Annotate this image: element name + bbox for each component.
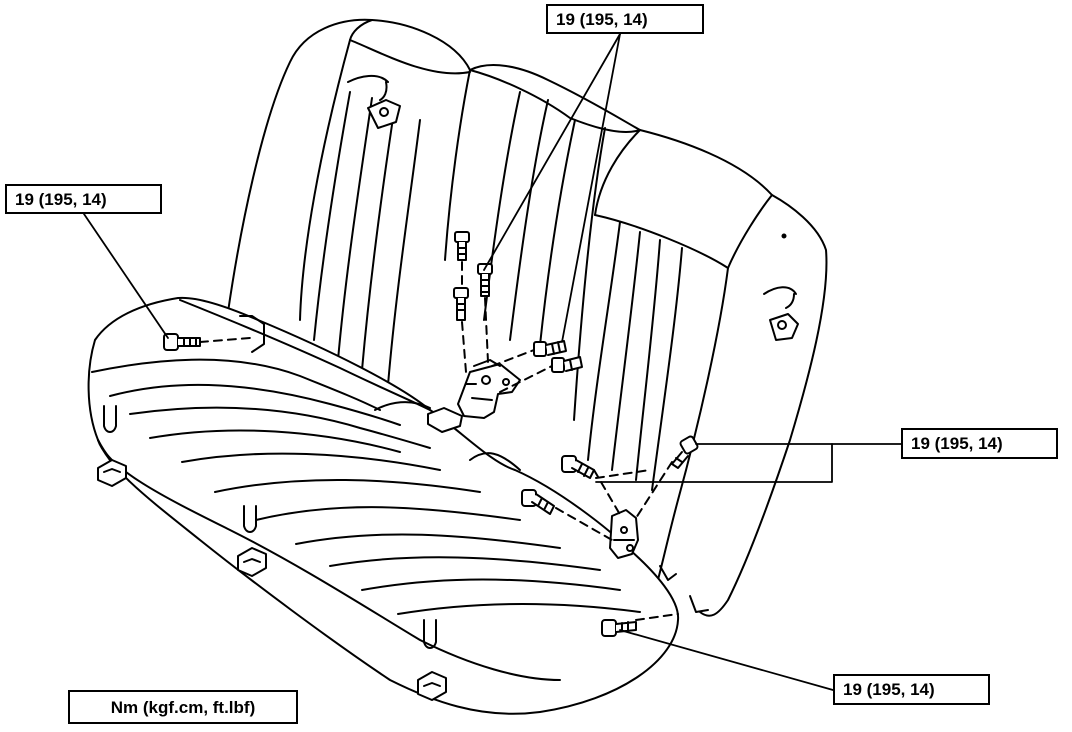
torque-callout-left: 19 (195, 14) — [5, 184, 162, 214]
cushion-clips — [97, 407, 463, 701]
bolt-right-upper — [671, 435, 699, 469]
bolt-center-lower — [453, 287, 469, 321]
bolt-center-upper — [454, 231, 470, 261]
hinge-bracket-center — [457, 359, 521, 419]
torque-callout-right: 19 (195, 14) — [901, 428, 1058, 459]
bolts — [163, 231, 699, 637]
hinge-bracket-right — [609, 509, 639, 559]
torque-units-legend: Nm (kgf.cm, ft.lbf) — [68, 690, 298, 724]
assembly-lines — [199, 261, 679, 621]
seat-back — [227, 18, 828, 617]
torque-callout-top: 19 (195, 14) — [546, 4, 704, 34]
leader-lines — [83, 33, 902, 691]
bolt-hinge-a — [533, 340, 567, 357]
bolt-center-mid — [477, 263, 493, 297]
torque-callout-bottom: 19 (195, 14) — [833, 674, 990, 705]
bolt-right-lower — [521, 489, 555, 515]
seat-cushion — [87, 296, 709, 715]
bolt-right-mid — [561, 455, 595, 479]
